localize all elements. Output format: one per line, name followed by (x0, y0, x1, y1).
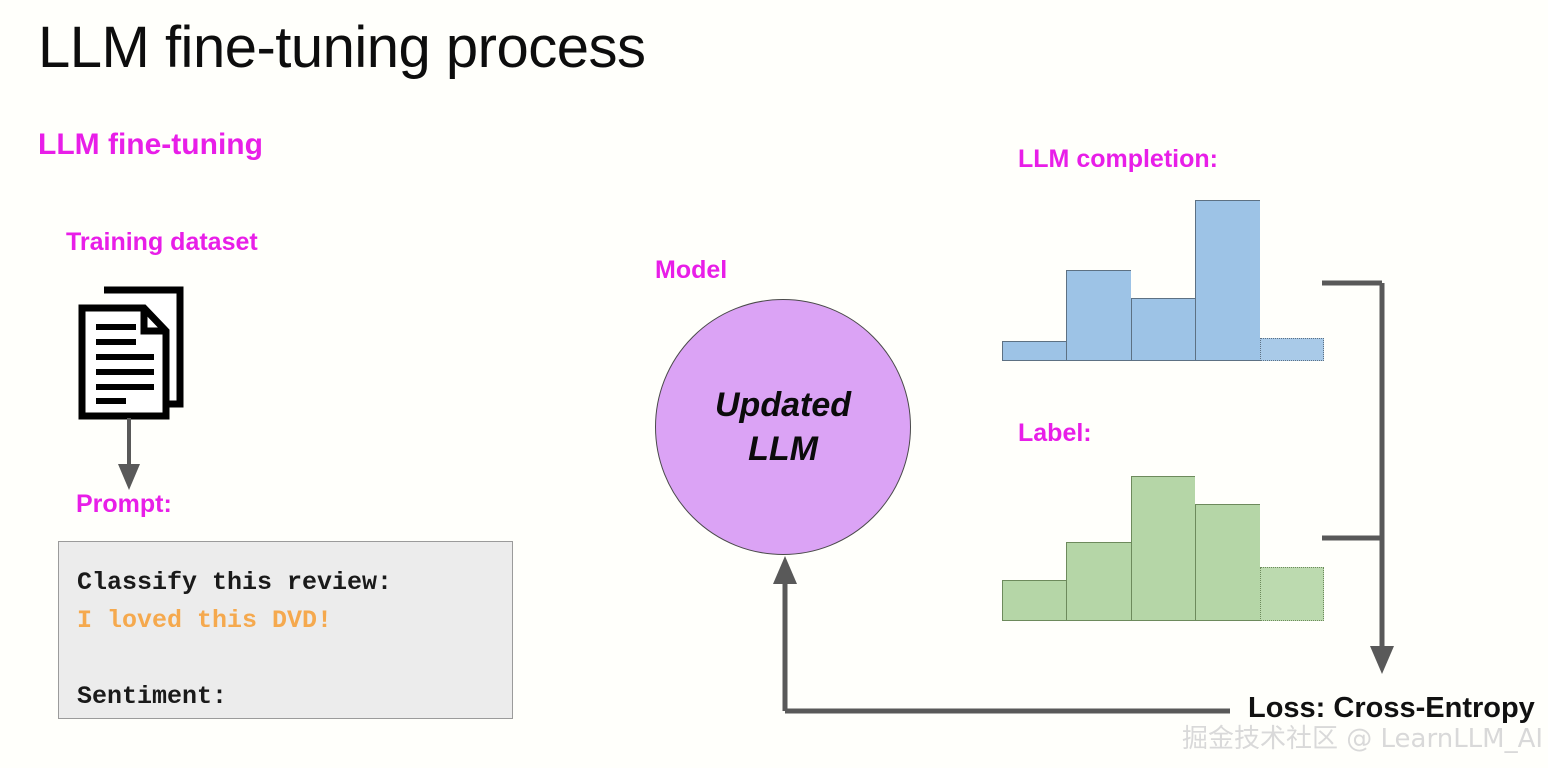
bar-t3 (1130, 476, 1196, 621)
bar-t1 (1002, 580, 1067, 621)
label-llm-completion: LLM completion: (1018, 145, 1218, 173)
documents-icon (78, 286, 184, 420)
label-prompt: Prompt: (76, 490, 172, 518)
chart-label (1002, 476, 1324, 621)
model-circle-text: Updated LLM (715, 383, 851, 471)
prompt-line-2-review: I loved this DVD! (77, 606, 333, 635)
section-label-llm-fine-tuning: LLM fine-tuning (38, 128, 263, 161)
loss-cross-entropy-label: Loss: Cross-Entropy (1248, 692, 1535, 724)
bar-t2 (1066, 270, 1131, 361)
bar-t5 (1259, 338, 1324, 361)
label-model: Model (655, 256, 728, 284)
bar-t3 (1130, 298, 1196, 361)
label-label: Label: (1018, 419, 1092, 447)
chart-llm-completion (1002, 200, 1324, 361)
prompt-line-4-sentiment: Sentiment: (77, 682, 228, 711)
page-title: LLM fine-tuning process (38, 15, 646, 80)
bar-t4 (1195, 200, 1260, 361)
bar-t4 (1195, 504, 1260, 621)
watermark-text: 掘金技术社区 @ LearnLLM_AI (1182, 724, 1544, 754)
model-circle-text-line1: Updated (715, 386, 851, 424)
model-updated-llm-node[interactable]: Updated LLM (655, 299, 911, 555)
arrow-charts-to-loss (1322, 280, 1394, 674)
label-training-dataset: Training dataset (66, 228, 258, 256)
bar-t1 (1002, 341, 1067, 361)
arrow-dataset-to-prompt (118, 418, 140, 490)
arrow-loss-feedback-to-model (773, 556, 1230, 714)
prompt-text-box[interactable]: Classify this review: I loved this DVD! … (58, 541, 513, 719)
prompt-line-1: Classify this review: (77, 568, 393, 597)
bar-t2 (1066, 542, 1131, 621)
bar-t5 (1259, 567, 1324, 621)
model-circle-text-line2: LLM (748, 430, 818, 468)
